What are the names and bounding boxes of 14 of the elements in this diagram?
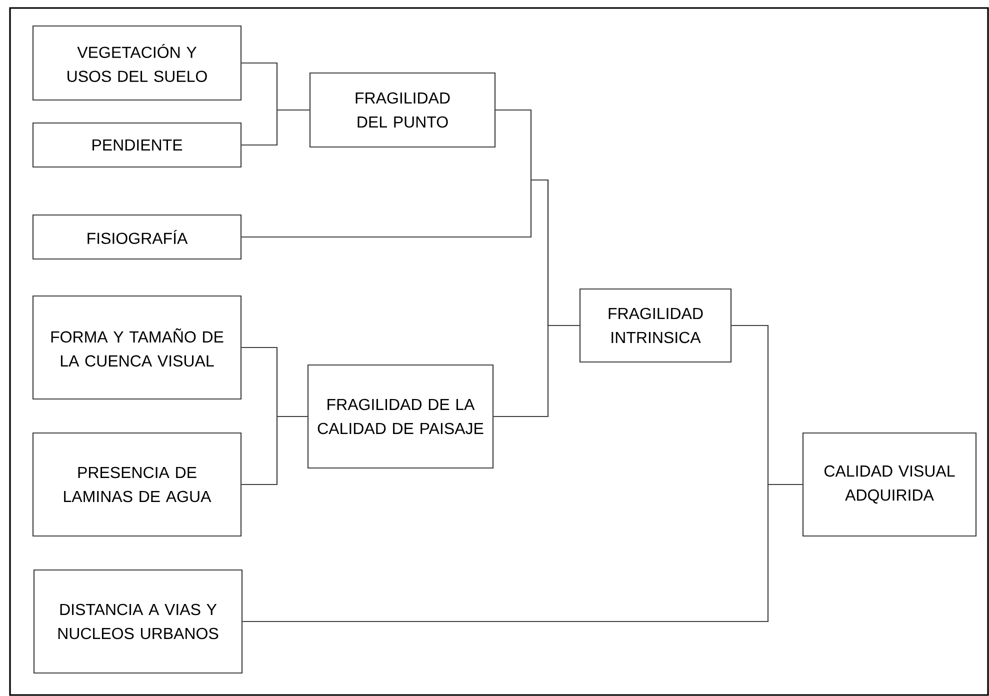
process-box: FRAGILIDAD DEL PUNTO (309, 72, 496, 148)
process-box: PRESENCIA DE LAMINAS DE AGUA (32, 432, 242, 537)
connector-line (242, 416, 308, 486)
connector-line (242, 109, 310, 146)
connector-line (242, 484, 802, 622)
process-box: FORMA Y TAMAÑO DE LA CUENCA VISUAL (32, 295, 242, 400)
connector-line (494, 324, 580, 418)
process-box: PENDIENTE (32, 122, 242, 168)
process-box: FRAGILIDAD DE LA CALIDAD DE PAISAJE (307, 364, 494, 469)
process-box: VEGETACIÓN Y USOS DEL SUELO (32, 25, 242, 101)
process-box: FRAGILIDAD INTRINSICA (579, 288, 732, 363)
process-box: CALIDAD VISUAL ADQUIRIDA (802, 432, 977, 537)
process-box: DISTANCIA A VIAS Y NUCLEOS URBANOS (33, 569, 243, 674)
process-box: FISIOGRAFÍA (32, 214, 242, 260)
